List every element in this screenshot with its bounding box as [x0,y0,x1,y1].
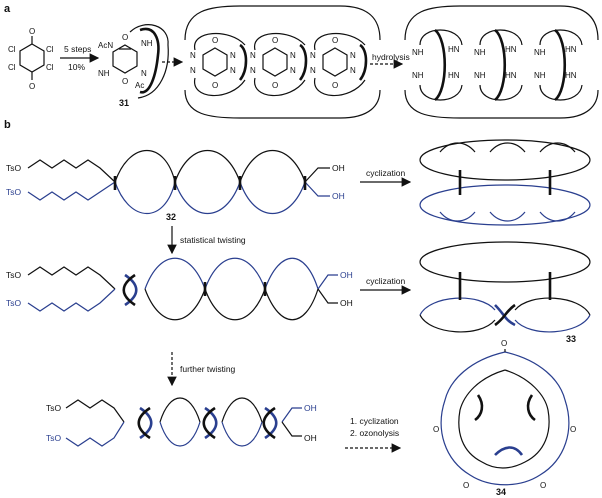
compound-34-label: 34 [496,487,506,497]
nh-label: NH [534,71,546,80]
compound-32-label: 32 [166,212,176,222]
oxygen-label: O [122,33,128,42]
nh-label: NH [141,39,153,48]
statistical-twisting-label: statistical twisting [180,235,246,245]
cyclization-step-label: 1. cyclization [350,416,399,426]
oxygen-label: O [272,36,278,45]
oxygen-label: O [332,36,338,45]
n-label: N [310,66,316,75]
oxygen-label: O [272,81,278,90]
oxygen-label: O [29,27,35,36]
compound-33-structure: 33 [419,241,591,344]
nh-label: NH [412,48,424,57]
hn-label: HN [448,45,460,54]
tosylate-label: TsO [6,163,22,173]
n-label: N [290,51,296,60]
chloranil-structure: O O Cl Cl Cl Cl [8,27,54,91]
cyclized-double-ring [419,139,591,226]
hydrolysis-label: hydrolysis [372,52,410,62]
compound-31-structure: AcN NH NH N Ac O O 31 [98,24,169,108]
oxygen-label: O [433,425,439,434]
hn-label: HN [565,71,577,80]
chlorine-label: Cl [8,45,16,54]
cyclization-label: cyclization [366,276,405,286]
compound-32-structure: TsO TsO OH OH 32 [6,149,345,222]
chlorine-label: Cl [46,63,54,72]
n-label: N [190,51,196,60]
panel-label-a: a [4,3,11,15]
trimer-macrocycle: O O N N N N O O N N N N O O N N N N [184,5,381,119]
compound-31-label: 31 [119,98,129,108]
n-label: N [190,66,196,75]
n-label: N [310,51,316,60]
n-label: N [290,66,296,75]
hn-label: HN [448,71,460,80]
nh-label: NH [412,71,424,80]
tosylate-label: TsO [46,403,62,413]
quinone-unit-1: O O N N N N [190,36,236,90]
hydroxyl-label: OH [340,298,353,308]
n-label: N [230,66,236,75]
oxygen-label: O [332,81,338,90]
n-label: N [350,51,356,60]
n-label: N [350,66,356,75]
oxygen-label: O [570,425,576,434]
twisted-precursor-structure: TsO TsO OH OH [6,257,353,321]
oxygen-label: O [122,77,128,86]
ac-label: Ac [135,81,144,90]
hn-label: HN [505,71,517,80]
oxygen-label: O [501,339,507,348]
tosylate-label: TsO [6,270,22,280]
hydroxyl-label: OH [332,163,345,173]
oxygen-label: O [212,81,218,90]
compound-33-label: 33 [566,334,576,344]
oxygen-label: O [463,481,469,490]
n-label: N [230,51,236,60]
cyclization-label: cyclization [366,168,405,178]
oxygen-label: O [29,82,35,91]
step-count-label: 5 steps [64,44,91,54]
n-label: N [250,66,256,75]
n-label: N [141,69,147,78]
hn-label: HN [505,45,517,54]
oxygen-label: O [212,36,218,45]
fully-twisted-precursor-structure: TsO TsO OH OH [46,397,317,447]
tosylate-label: TsO [46,433,62,443]
chlorine-label: Cl [46,45,54,54]
ozonolysis-step-label: 2. ozonolysis [350,428,399,438]
nh-label: NH [98,69,110,78]
polyamine-macrocycle: NH NH HN HN NH NH HN HN NH NH HN HN [404,5,599,119]
further-twisting-label: further twisting [180,364,236,374]
quinone-unit-3: O O N N N N [310,36,356,90]
n-label: N [250,51,256,60]
hn-label: HN [565,45,577,54]
hydroxyl-label: OH [304,433,317,443]
compound-34-structure: O O O O O 34 [433,339,576,497]
nh-label: NH [474,71,486,80]
yield-label: 10% [68,62,85,72]
nh-label: NH [474,48,486,57]
hydroxyl-label: OH [340,270,353,280]
nh-label: NH [534,48,546,57]
hydroxyl-label: OH [304,403,317,413]
tosylate-label: TsO [6,187,22,197]
quinone-unit-2: O O N N N N [250,36,296,90]
hydroxyl-label: OH [332,191,345,201]
tosylate-label: TsO [6,298,22,308]
oxygen-label: O [540,481,546,490]
chlorine-label: Cl [8,63,16,72]
panel-label-b: b [4,119,11,131]
acn-label: AcN [98,41,113,50]
